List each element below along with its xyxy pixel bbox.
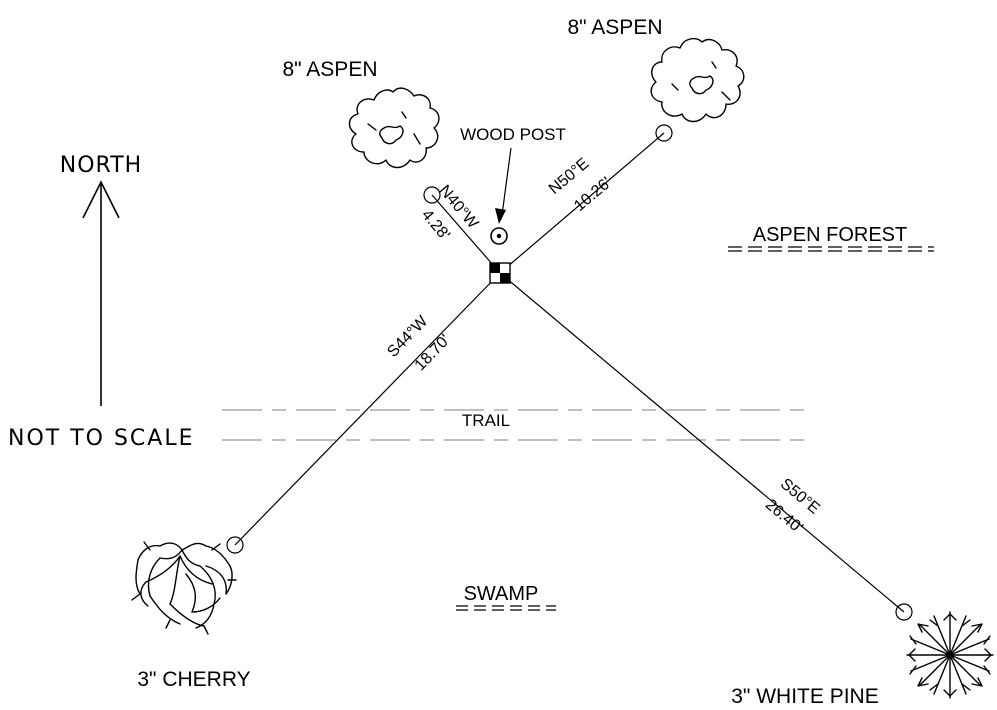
aspen-tree-icon-ne xyxy=(650,37,745,123)
scribe-mark-se xyxy=(895,603,913,621)
cherry-tree-icon-sw xyxy=(131,541,237,635)
bearing-lines xyxy=(234,132,905,613)
not-to-scale-note: NOT TO SCALE xyxy=(8,426,195,451)
north-label: NORTH xyxy=(60,153,142,178)
trail-label: TRAIL xyxy=(462,411,510,430)
north-arrow-head xyxy=(82,180,120,219)
bearing-line-se xyxy=(499,272,905,613)
aspen-forest-label: ASPEN FOREST xyxy=(753,224,907,246)
bearing-line-nw xyxy=(431,194,501,274)
wood-post-icon xyxy=(490,227,508,245)
wood-post-label: WOOD POST xyxy=(460,125,566,144)
scribe-mark-nw xyxy=(423,186,441,204)
scribe-mark-ne xyxy=(655,124,673,142)
trail: TRAIL xyxy=(222,409,805,441)
swamp-label: SWAMP xyxy=(464,583,539,605)
tree-label-sw: 3" CHERRY xyxy=(137,668,250,691)
tree-label-se: 3" WHITE PINE xyxy=(731,685,878,708)
scribe-mark-sw xyxy=(226,536,244,554)
bearing-line-sw xyxy=(234,272,501,546)
north-arrow: NORTH xyxy=(60,153,142,406)
wood-post-leader xyxy=(495,147,512,224)
tree-label-nw: 8" ASPEN xyxy=(282,58,377,81)
aspen-tree-icon-nw xyxy=(348,87,440,169)
white-pine-tree-icon-se xyxy=(906,611,994,699)
tree-label-ne: 8" ASPEN xyxy=(567,16,662,39)
corner-monument-icon xyxy=(489,262,511,284)
bearing-line-ne xyxy=(499,132,665,274)
